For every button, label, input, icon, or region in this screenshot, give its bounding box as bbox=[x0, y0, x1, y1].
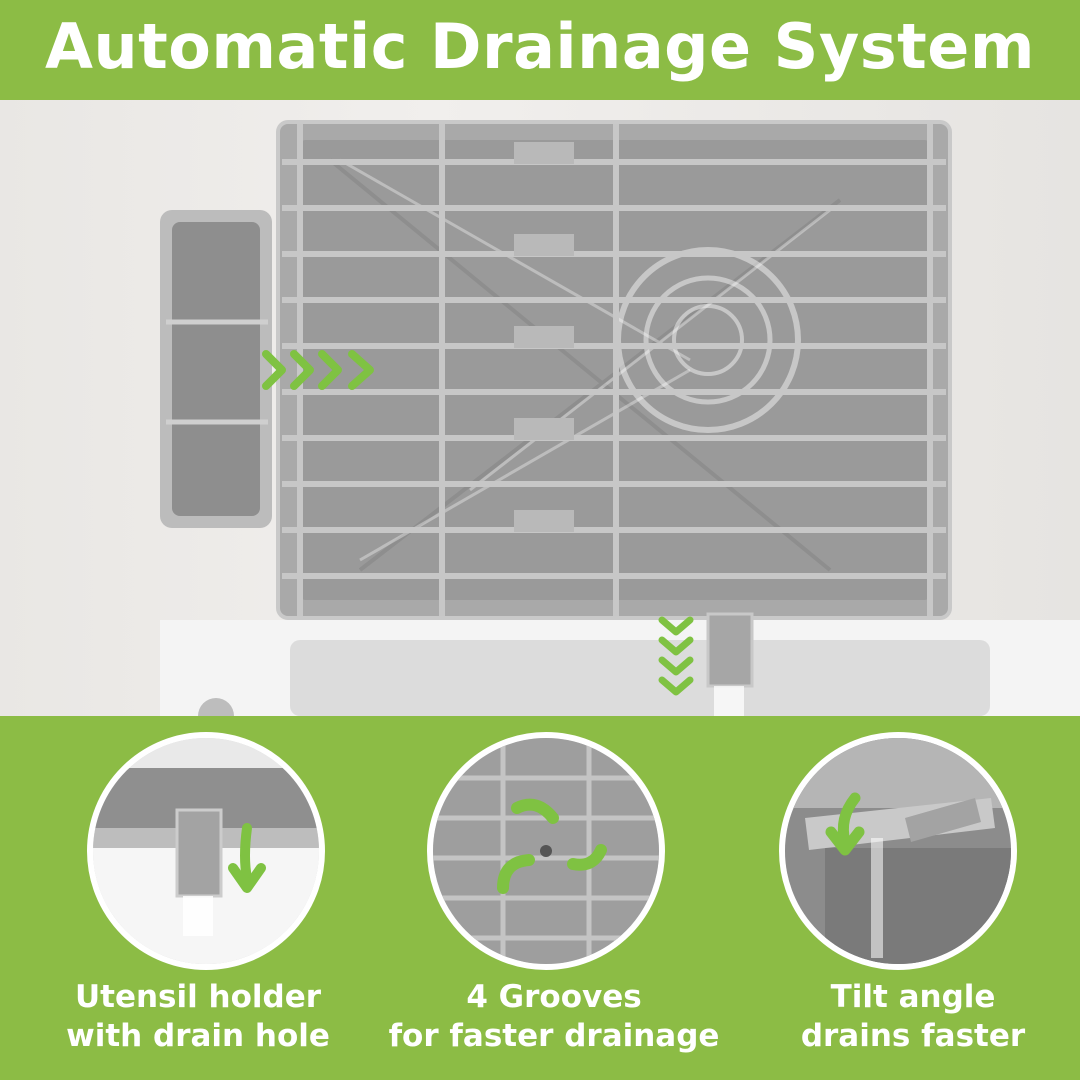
wire-rack bbox=[282, 124, 946, 616]
header-banner: Automatic Drainage System bbox=[0, 0, 1080, 100]
drain-spout bbox=[706, 612, 754, 688]
grooves-icon bbox=[433, 738, 659, 964]
chevron-right-icon bbox=[348, 350, 374, 390]
chevron-right-icon bbox=[318, 350, 342, 390]
feature-image-tilt-angle bbox=[779, 732, 1017, 970]
chevron-down-icon bbox=[658, 636, 694, 656]
chevron-right-icon bbox=[262, 350, 286, 390]
utensil-holder-inner bbox=[172, 222, 260, 516]
caption-line: drains faster bbox=[800, 1018, 1026, 1054]
page-title: Automatic Drainage System bbox=[45, 10, 1035, 83]
water-stream bbox=[714, 686, 744, 716]
caption-line: for faster drainage bbox=[388, 1018, 720, 1054]
flow-arrows-down bbox=[658, 616, 694, 696]
feature-image-utensil-drain bbox=[87, 732, 325, 970]
feature-image-grooves bbox=[427, 732, 665, 970]
chevron-right-icon bbox=[290, 350, 314, 390]
caption-line: Tilt angle bbox=[830, 979, 996, 1015]
dish-rack-illustration bbox=[160, 120, 1080, 716]
center-notches bbox=[514, 142, 574, 532]
flow-arrows-right bbox=[262, 350, 374, 390]
chevron-down-icon bbox=[658, 656, 694, 676]
dish-rack-top-view bbox=[0, 100, 1080, 716]
feature-caption-utensil: Utensil holder with drain hole bbox=[18, 978, 378, 1056]
chevron-down-icon bbox=[658, 676, 694, 696]
caption-line: Utensil holder bbox=[74, 979, 322, 1015]
sink-basin bbox=[290, 640, 990, 716]
caption-line: 4 Grooves bbox=[466, 979, 642, 1015]
feature-caption-grooves: 4 Grooves for faster drainage bbox=[374, 978, 734, 1056]
feature-section: Utensil holder with drain hole 4 Grooves… bbox=[0, 716, 1080, 1080]
caption-line: with drain hole bbox=[66, 1018, 330, 1054]
drain-hole-icon bbox=[93, 738, 319, 964]
feature-caption-tilt: Tilt angle drains faster bbox=[733, 978, 1080, 1056]
faucet-base bbox=[198, 698, 234, 716]
tilt-spout-icon bbox=[785, 738, 1011, 964]
chevron-down-icon bbox=[658, 616, 694, 636]
